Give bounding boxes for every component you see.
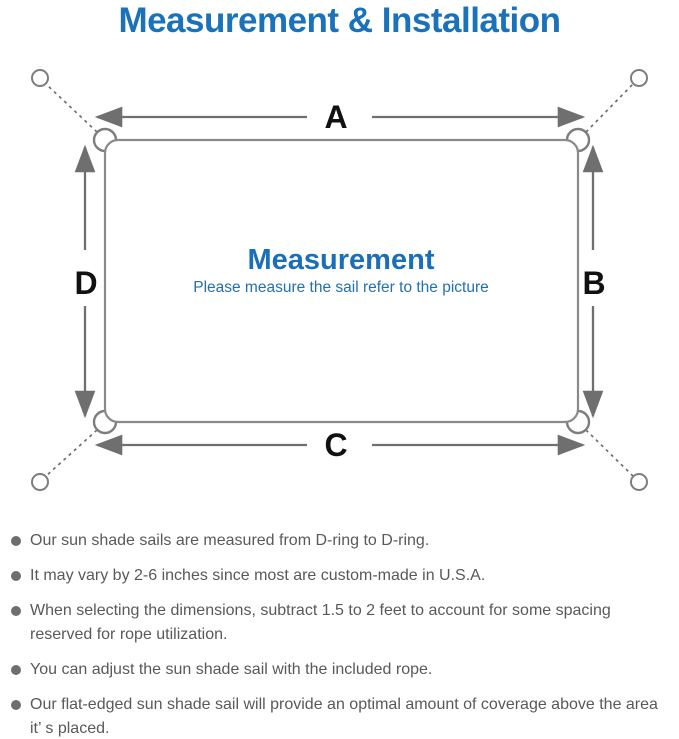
note-text: It may vary by 2-6 inches since most are… bbox=[30, 567, 486, 584]
dimension-label-a: A bbox=[324, 99, 347, 135]
note-text: Our sun shade sails are measured from D-… bbox=[30, 532, 430, 549]
list-item: Our flat-edged sun shade sail will provi… bbox=[10, 693, 670, 739]
list-item: It may vary by 2-6 inches since most are… bbox=[10, 564, 670, 588]
shade-sail-outline bbox=[103, 138, 580, 424]
diagram-center-heading: Measurement bbox=[248, 244, 435, 276]
dimension-arrows bbox=[74, 106, 604, 456]
bullet-icon bbox=[11, 536, 21, 546]
note-text: You can adjust the sun shade sail with t… bbox=[30, 661, 433, 678]
dashed-tension-lines bbox=[45, 83, 634, 477]
dimension-label-d: D bbox=[74, 265, 97, 301]
bullet-icon bbox=[11, 571, 21, 581]
dashed-tension-line-bottom-right bbox=[585, 429, 634, 477]
anchor-ring-icon-bottom-right bbox=[630, 473, 648, 491]
notes-list: Our sun shade sails are measured from D-… bbox=[10, 529, 670, 739]
dashed-tension-line-top-right bbox=[585, 83, 634, 133]
anchor-ring-icon-top-left bbox=[31, 69, 49, 87]
bullet-icon bbox=[11, 700, 21, 710]
anchor-ring-icon-top-right bbox=[630, 69, 648, 87]
measurement-diagram: A B C D Measurement Please measure the s… bbox=[31, 69, 648, 491]
bullet-icon bbox=[11, 665, 21, 675]
list-item: When selecting the dimensions, subtract … bbox=[10, 599, 670, 647]
anchor-points bbox=[31, 69, 648, 491]
note-text: Our flat-edged sun shade sail will provi… bbox=[30, 696, 658, 737]
dashed-tension-line-top-left bbox=[45, 83, 98, 133]
anchor-ring-icon-bottom-left bbox=[31, 473, 49, 491]
page-title: Measurement & Installation bbox=[118, 1, 561, 40]
list-item: You can adjust the sun shade sail with t… bbox=[10, 658, 670, 682]
dimension-label-b: B bbox=[582, 265, 605, 301]
dashed-tension-line-bottom-left bbox=[45, 429, 98, 477]
shade-sail-diagram: A B C D Measurement Please measure the s… bbox=[31, 69, 648, 491]
note-text: When selecting the dimensions, subtract … bbox=[30, 602, 611, 643]
dimension-label-c: C bbox=[324, 427, 347, 463]
diagram-center-subtitle: Please measure the sail refer to the pic… bbox=[193, 279, 489, 296]
bullet-icon bbox=[11, 606, 21, 616]
list-item: Our sun shade sails are measured from D-… bbox=[10, 529, 670, 553]
